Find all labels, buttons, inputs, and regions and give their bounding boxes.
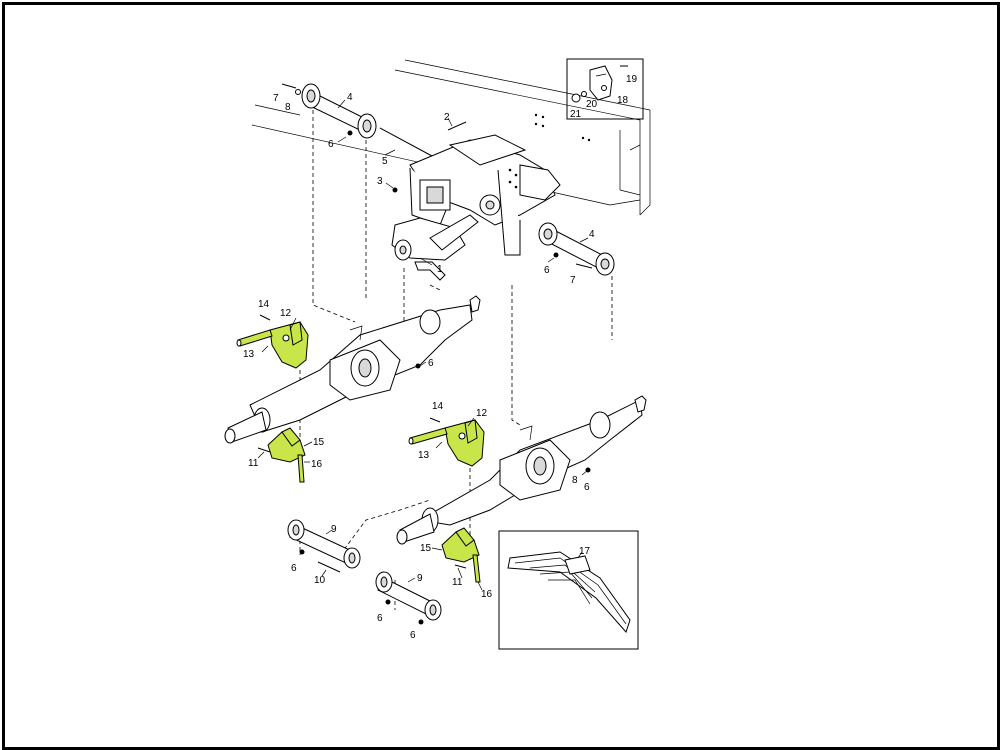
callout-12-b: 12 xyxy=(476,408,488,419)
bolt-16-front xyxy=(297,454,305,483)
callout-15-a: 15 xyxy=(313,437,325,448)
callout-6-c: 6 xyxy=(428,358,434,369)
callout-6-d: 6 xyxy=(584,482,590,493)
callout-12-a: 12 xyxy=(280,308,292,319)
torque-rod-lower-left xyxy=(287,519,361,569)
callout-17: 17 xyxy=(579,546,591,557)
bolt-10 xyxy=(317,561,341,573)
rod-5 xyxy=(379,127,433,157)
callout-6-g: 6 xyxy=(410,630,416,641)
leader-lines xyxy=(257,99,589,591)
callout-3: 3 xyxy=(377,176,383,187)
callout-4-upper-left: 4 xyxy=(347,92,353,103)
callout-6-a: 6 xyxy=(328,139,334,150)
spring-seat-15-front xyxy=(267,427,306,463)
callout-9-b: 9 xyxy=(417,573,423,584)
callout-6-b: 6 xyxy=(544,265,550,276)
axle-housing-front xyxy=(224,295,481,444)
callout-11-b: 11 xyxy=(452,577,463,588)
callout-10: 10 xyxy=(314,575,326,586)
callout-13-a: 13 xyxy=(243,349,255,360)
callout-7-b: 7 xyxy=(570,275,576,286)
callout-14-b: 14 xyxy=(432,401,444,412)
callout-19: 19 xyxy=(626,74,638,85)
callout-14-a: 14 xyxy=(258,299,270,310)
central-bracket-assembly xyxy=(391,134,561,281)
bolt-16-rear xyxy=(472,554,481,583)
spring-seat-15-rear xyxy=(441,527,480,563)
callout-1: 1 xyxy=(437,264,443,275)
callout-4-upper-right: 4 xyxy=(589,229,595,240)
callout-15-b: 15 xyxy=(420,543,432,554)
callout-18: 18 xyxy=(617,95,629,106)
torque-rod-upper-right xyxy=(538,222,615,276)
torque-rod-lower-right xyxy=(375,571,442,625)
callout-6-e: 6 xyxy=(291,563,297,574)
callout-8-b: 8 xyxy=(572,475,578,486)
callout-2: 2 xyxy=(444,112,450,123)
axle-housing-rear xyxy=(396,395,647,545)
bolt-2 xyxy=(447,121,467,131)
callout-9-a: 9 xyxy=(331,524,337,535)
leaf-spring-inset xyxy=(498,530,639,650)
callout-11-a: 11 xyxy=(248,458,259,469)
bolt-14-front xyxy=(259,314,271,321)
callout-20: 20 xyxy=(586,99,598,110)
callout-8-a: 8 xyxy=(285,102,291,113)
callout-16-a: 16 xyxy=(311,459,323,470)
spring-bracket-12-rear xyxy=(444,419,485,467)
callout-5: 5 xyxy=(382,156,388,167)
detail-inset-bracket xyxy=(566,58,644,120)
bolt-14-rear xyxy=(429,417,441,423)
pin-13-front xyxy=(236,329,273,347)
callout-13-b: 13 xyxy=(418,450,430,461)
spring-bracket-12-front xyxy=(269,321,309,369)
callout-21: 21 xyxy=(570,109,582,120)
bolt-11-rear xyxy=(454,564,467,569)
torque-rod-upper-left xyxy=(281,83,377,139)
bolt-11-front xyxy=(257,447,271,453)
callout-6-f: 6 xyxy=(377,613,383,624)
pin-13-rear xyxy=(408,427,448,445)
callout-7-a: 7 xyxy=(273,93,279,104)
callout-16-b: 16 xyxy=(481,589,493,600)
callout-labels: 1 2 3 4 4 5 6 6 6 6 6 6 6 7 7 8 8 9 9 10… xyxy=(243,74,638,641)
